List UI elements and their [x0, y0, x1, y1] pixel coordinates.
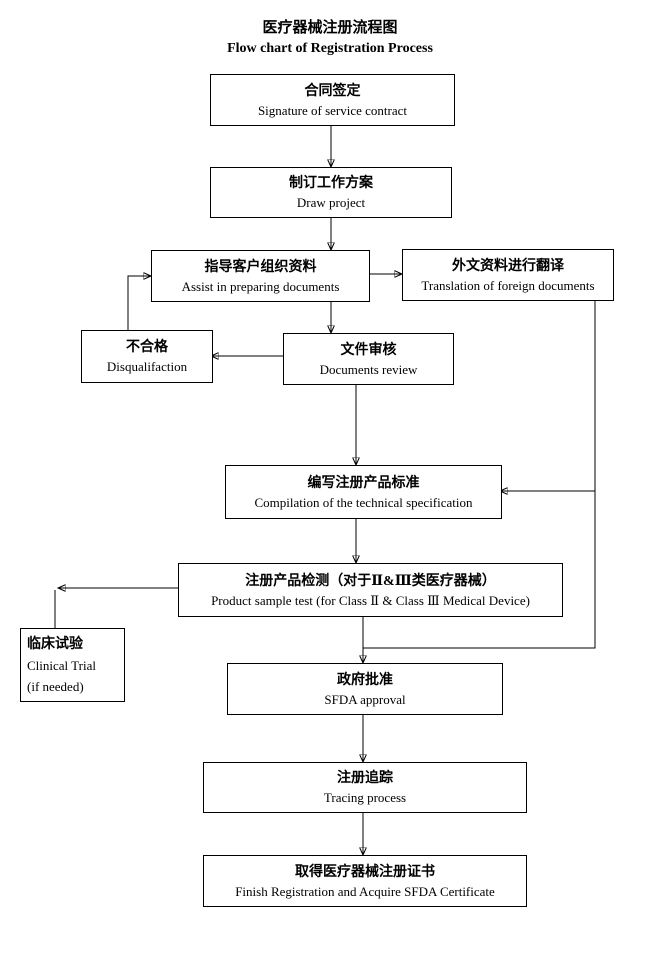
node-assist-zh: 指导客户组织资料	[204, 259, 317, 275]
node-translation-en: Translation of foreign documents	[421, 277, 595, 293]
node-translation: 外文资料进行翻译 Translation of foreign document…	[402, 249, 614, 301]
edge-translation-trunk	[363, 299, 596, 649]
node-review-zh: 文件审核	[340, 342, 397, 358]
edge-disqualification-assist	[127, 276, 151, 330]
node-sample-test-zh: 注册产品检测（对于Ⅱ&Ⅲ类医疗器械）	[245, 573, 496, 589]
node-clinical-trial-note: (if needed)	[27, 678, 84, 694]
node-approval: 政府批准 SFDA approval	[227, 663, 503, 715]
node-disqualification: 不合格 Disqualifaction	[81, 330, 213, 383]
node-review: 文件审核 Documents review	[283, 333, 454, 385]
node-certificate-zh: 取得医疗器械注册证书	[295, 864, 435, 880]
node-translation-zh: 外文资料进行翻译	[452, 258, 564, 274]
node-tracing: 注册追踪 Tracing process	[203, 762, 527, 813]
node-assist-en: Assist in preparing documents	[181, 278, 340, 294]
node-disqualification-zh: 不合格	[126, 340, 168, 355]
node-disqualification-en: Disqualifaction	[106, 359, 188, 374]
node-sample-test-en: Product sample test (for Class Ⅱ & Class…	[211, 592, 530, 608]
node-certificate: 取得医疗器械注册证书 Finish Registration and Acqui…	[203, 855, 527, 907]
node-assist: 指导客户组织资料 Assist in preparing documents	[151, 250, 370, 302]
node-approval-zh: 政府批准	[337, 672, 393, 688]
node-plan-zh: 制订工作方案	[289, 176, 373, 191]
node-review-en: Documents review	[319, 361, 418, 377]
node-clinical-trial-en: Clinical Trial	[27, 657, 96, 673]
node-plan-en: Draw project	[296, 195, 366, 210]
page-title-en: Flow chart of Registration Process	[227, 41, 433, 56]
node-clinical-trial-zh: 临床试验	[27, 636, 83, 652]
node-contract: 合同签定 Signature of service contract	[210, 74, 455, 126]
node-tracing-en: Tracing process	[323, 790, 407, 805]
node-approval-en: SFDA approval	[324, 691, 406, 707]
node-plan: 制订工作方案 Draw project	[210, 167, 452, 218]
node-compilation-en: Compilation of the technical specificati…	[254, 494, 473, 510]
node-clinical-trial: 临床试验 Clinical Trial (if needed)	[20, 628, 125, 702]
node-sample-test: 注册产品检测（对于Ⅱ&Ⅲ类医疗器械） Product sample test (…	[178, 563, 563, 617]
node-contract-zh: 合同签定	[304, 83, 361, 99]
node-contract-en: Signature of service contract	[257, 102, 408, 118]
page-title-zh: 医疗器械注册流程图	[262, 20, 398, 36]
node-compilation-zh: 编写注册产品标准	[307, 475, 420, 491]
page-title: 医疗器械注册流程图 Flow chart of Registration Pro…	[0, 18, 650, 58]
node-compilation: 编写注册产品标准 Compilation of the technical sp…	[225, 465, 502, 519]
node-certificate-en: Finish Registration and Acquire SFDA Cer…	[235, 883, 495, 899]
node-tracing-zh: 注册追踪	[337, 771, 393, 786]
